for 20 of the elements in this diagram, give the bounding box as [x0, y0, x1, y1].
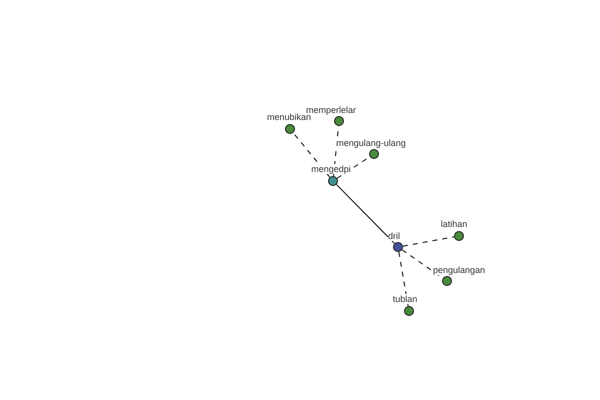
node-label: dril — [388, 231, 400, 241]
node-label: tublan — [392, 294, 418, 304]
node-label: pengulangan — [432, 265, 486, 275]
node-dot — [334, 116, 344, 126]
node-label: menubikan — [266, 112, 312, 122]
node-dot — [442, 276, 452, 286]
node-dot — [454, 231, 464, 241]
node-label: latihan — [440, 219, 468, 229]
connector-line — [402, 236, 455, 247]
node-dot — [369, 149, 379, 159]
node-label: mengedpi — [311, 164, 351, 174]
connector-line — [336, 184, 395, 244]
node-dot — [328, 176, 338, 186]
connector-line — [292, 132, 330, 178]
node-dot — [404, 306, 414, 316]
node-dot — [393, 242, 403, 252]
node-dot — [285, 124, 295, 134]
connector-line — [398, 251, 409, 307]
node-label: mengulang-ulang — [336, 138, 406, 148]
node-label: memperlelar — [306, 105, 356, 115]
